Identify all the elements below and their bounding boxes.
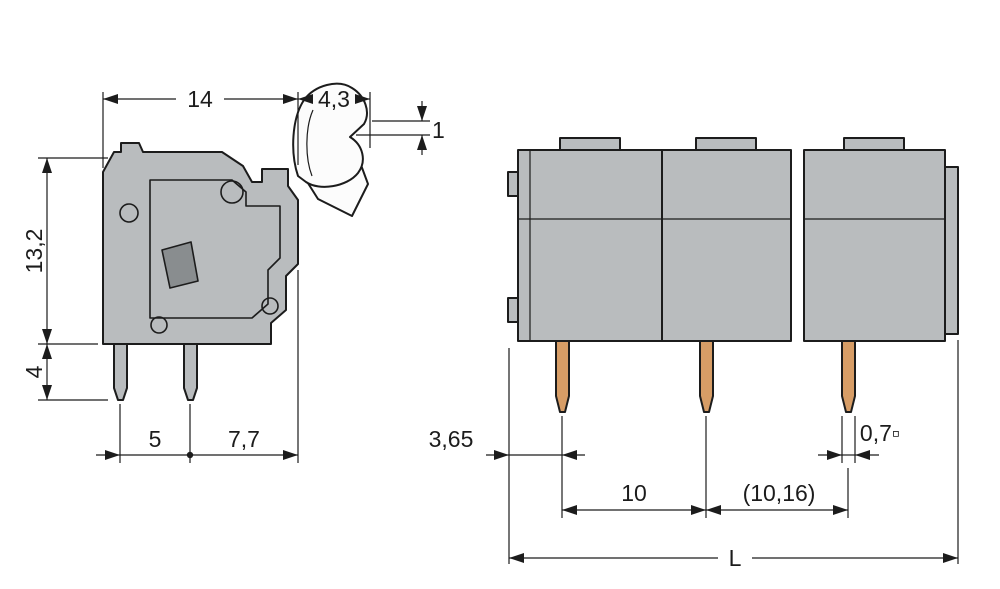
top-tab: [695, 137, 757, 151]
dim-label-pin-length: 4: [21, 365, 47, 378]
side-view: 14 4,3 1 13,2 4 5 7,7: [21, 82, 445, 463]
dim-label-pitch-alt: (10,16): [743, 480, 816, 506]
housing-inner-contour: [149, 179, 281, 319]
solder-pin-side: [183, 343, 198, 401]
dim-label-housing-height: 13,2: [21, 229, 47, 274]
end-cap: [944, 166, 959, 335]
solder-pin-front: [555, 340, 570, 413]
solder-pin-side: [113, 343, 128, 401]
top-tab: [559, 137, 621, 151]
dim-label-overall-length: L: [729, 545, 742, 571]
pole-housing: [517, 149, 663, 342]
solder-pin-front: [699, 340, 714, 413]
housing-hole: [150, 316, 168, 334]
side-lug: [507, 297, 519, 323]
housing-hole: [220, 180, 244, 204]
side-lug: [507, 171, 519, 197]
clamp-spring-insert: [161, 241, 199, 289]
dim-label-pusher-step: 1: [432, 117, 445, 143]
solder-pin-front: [841, 340, 856, 413]
dim-label-overall-width: 14: [187, 86, 213, 112]
dim-label-pusher-width: 4,3: [318, 86, 350, 112]
dim-label-pin-pitch: 5: [149, 426, 162, 452]
top-tab: [843, 137, 905, 151]
push-lever-shape: [292, 82, 368, 188]
housing-hole: [261, 297, 279, 315]
dim-label-face-to-pin: 3,65: [429, 426, 474, 452]
pole-housing: [661, 149, 792, 342]
push-lever-inner-line: [306, 109, 314, 177]
dim-label-pitch: 10: [621, 480, 647, 506]
front-view: 3,65 0,7▫ 10 (10,16) L: [429, 137, 959, 571]
dim-label-pin-section: 0,7▫: [860, 420, 900, 446]
dim-label-pin-to-face: 7,7: [228, 426, 260, 452]
housing-hole: [119, 203, 139, 223]
pole-housing: [803, 149, 946, 342]
housing-profile: [102, 142, 299, 345]
